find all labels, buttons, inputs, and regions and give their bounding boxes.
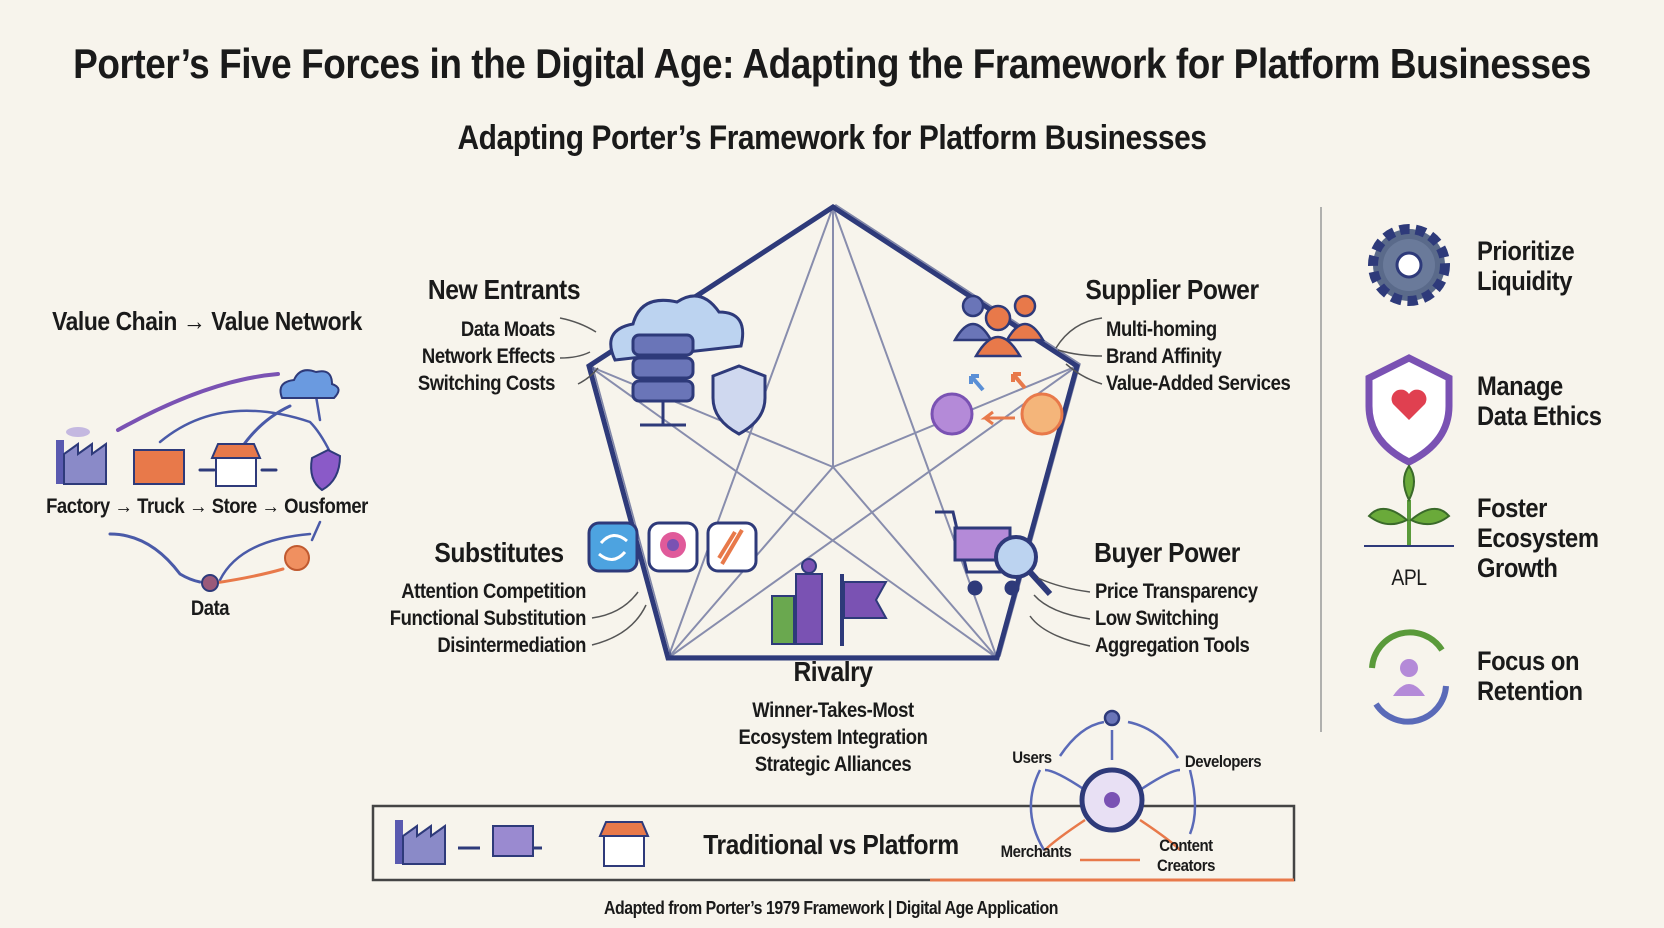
footer-note: Adapted from Porter’s 1979 Framework | D… — [604, 898, 1058, 918]
flag-icon — [840, 574, 888, 646]
supplier-power-items: Multi-homing Brand Affinity Value-Added … — [1106, 316, 1291, 397]
list-item: Disintermediation — [437, 634, 586, 657]
list-item: Low Switching — [1095, 607, 1219, 630]
people-icon — [930, 294, 1064, 436]
list-item: Strategic Alliances — [754, 753, 912, 776]
shield-icon — [711, 364, 767, 436]
connector-swishes — [559, 317, 1103, 647]
substitutes-items: Attention Competition Functional Substit… — [389, 578, 587, 659]
list-item: Price Transparency — [1095, 580, 1258, 603]
gear-icon — [1368, 224, 1450, 306]
list-item: Multi-homing — [1106, 318, 1217, 341]
strategy-prioritize-liquidity: Prioritize Liquidity — [1477, 236, 1575, 296]
platform-network-graphic — [1029, 709, 1197, 862]
node-content-creators: Content Creators — [1157, 836, 1215, 876]
list-item: Aggregation Tools — [1095, 634, 1250, 657]
list-item: Data Moats — [460, 318, 556, 341]
node-developers: Developers — [1184, 752, 1262, 771]
strategy-line: Liquidity — [1477, 266, 1573, 296]
buyer-power-items: Price Transparency Low Switching Aggrega… — [1095, 578, 1258, 659]
truck-icon — [133, 449, 185, 485]
strategy-line: Focus on — [1477, 646, 1580, 676]
rivalry-items: Winner-Takes-Most Ecosystem Integration … — [739, 697, 928, 778]
store-icon — [598, 821, 650, 867]
strategy-line: Ecosystem — [1477, 523, 1599, 553]
node-line: Creators — [1156, 856, 1216, 875]
strategy-line: Prioritize — [1477, 236, 1575, 266]
node-users: Users — [1012, 748, 1052, 767]
list-item: Value-Added Services — [1106, 372, 1291, 395]
apl-badge: APL — [1391, 565, 1427, 590]
value-chain-label: Factory → Truck → Store → Ousfomer — [46, 495, 368, 518]
page-title: Porter’s Five Forces in the Digital Age:… — [73, 40, 1591, 87]
list-item: Functional Substitution — [389, 607, 587, 630]
strategy-focus-on-retention: Focus on Retention — [1477, 646, 1583, 706]
store-icon — [210, 443, 262, 487]
data-node — [201, 574, 219, 592]
page-subtitle: Adapting Porter’s Framework for Platform… — [457, 119, 1207, 157]
new-entrants-title: New Entrants — [427, 274, 581, 305]
strategy-line: Growth — [1477, 553, 1558, 583]
output-node — [284, 545, 310, 571]
comparison-box — [371, 804, 1296, 882]
magnifier-icon — [994, 535, 1053, 597]
data-label: Data — [190, 597, 230, 620]
chess-pieces-icon — [771, 558, 823, 645]
traditional-chain-icons — [395, 820, 650, 867]
strategy-line: Retention — [1477, 676, 1583, 706]
list-item: Attention Competition — [401, 580, 586, 603]
new-entrants-items: Data Moats Network Effects Switching Cos… — [417, 316, 556, 397]
strategy-foster-ecosystem-growth: Foster Ecosystem Growth — [1477, 493, 1599, 583]
retention-cycle-icon — [1369, 629, 1449, 725]
strategy-manage-data-ethics: Manage Data Ethics — [1477, 371, 1602, 431]
supplier-power-title: Supplier Power — [1085, 274, 1259, 305]
substitutes-title: Substitutes — [434, 537, 564, 568]
list-item: Winner-Takes-Most — [752, 699, 914, 722]
strategy-line: Manage — [1477, 371, 1563, 401]
rivalry-title: Rivalry — [793, 656, 873, 687]
list-item: Brand Affinity — [1106, 345, 1222, 368]
list-item: Ecosystem Integration — [738, 726, 928, 749]
customer-shield-icon — [310, 448, 342, 492]
strategy-line: Foster — [1477, 493, 1547, 523]
value-chain-title: Value Chain → Value Network — [52, 306, 362, 336]
factory-icon — [395, 820, 446, 865]
node-line: Content — [1159, 836, 1213, 855]
person-icon — [1103, 709, 1121, 727]
list-item: Switching Costs — [417, 372, 556, 395]
plant-icon — [1364, 464, 1454, 547]
strategy-line: Data Ethics — [1477, 401, 1602, 431]
list-item: Network Effects — [421, 345, 556, 368]
cloud-server-icon — [609, 294, 745, 427]
buyer-power-title: Buyer Power — [1094, 537, 1240, 568]
cloud-icon — [279, 369, 340, 399]
factory-icon — [56, 427, 107, 485]
comparison-label: Traditional vs Platform — [703, 829, 959, 860]
shield-heart-icon — [1365, 354, 1453, 466]
node-merchants: Merchants — [1000, 842, 1072, 861]
sync-app-icon — [587, 521, 639, 573]
truck-icon — [492, 825, 534, 857]
